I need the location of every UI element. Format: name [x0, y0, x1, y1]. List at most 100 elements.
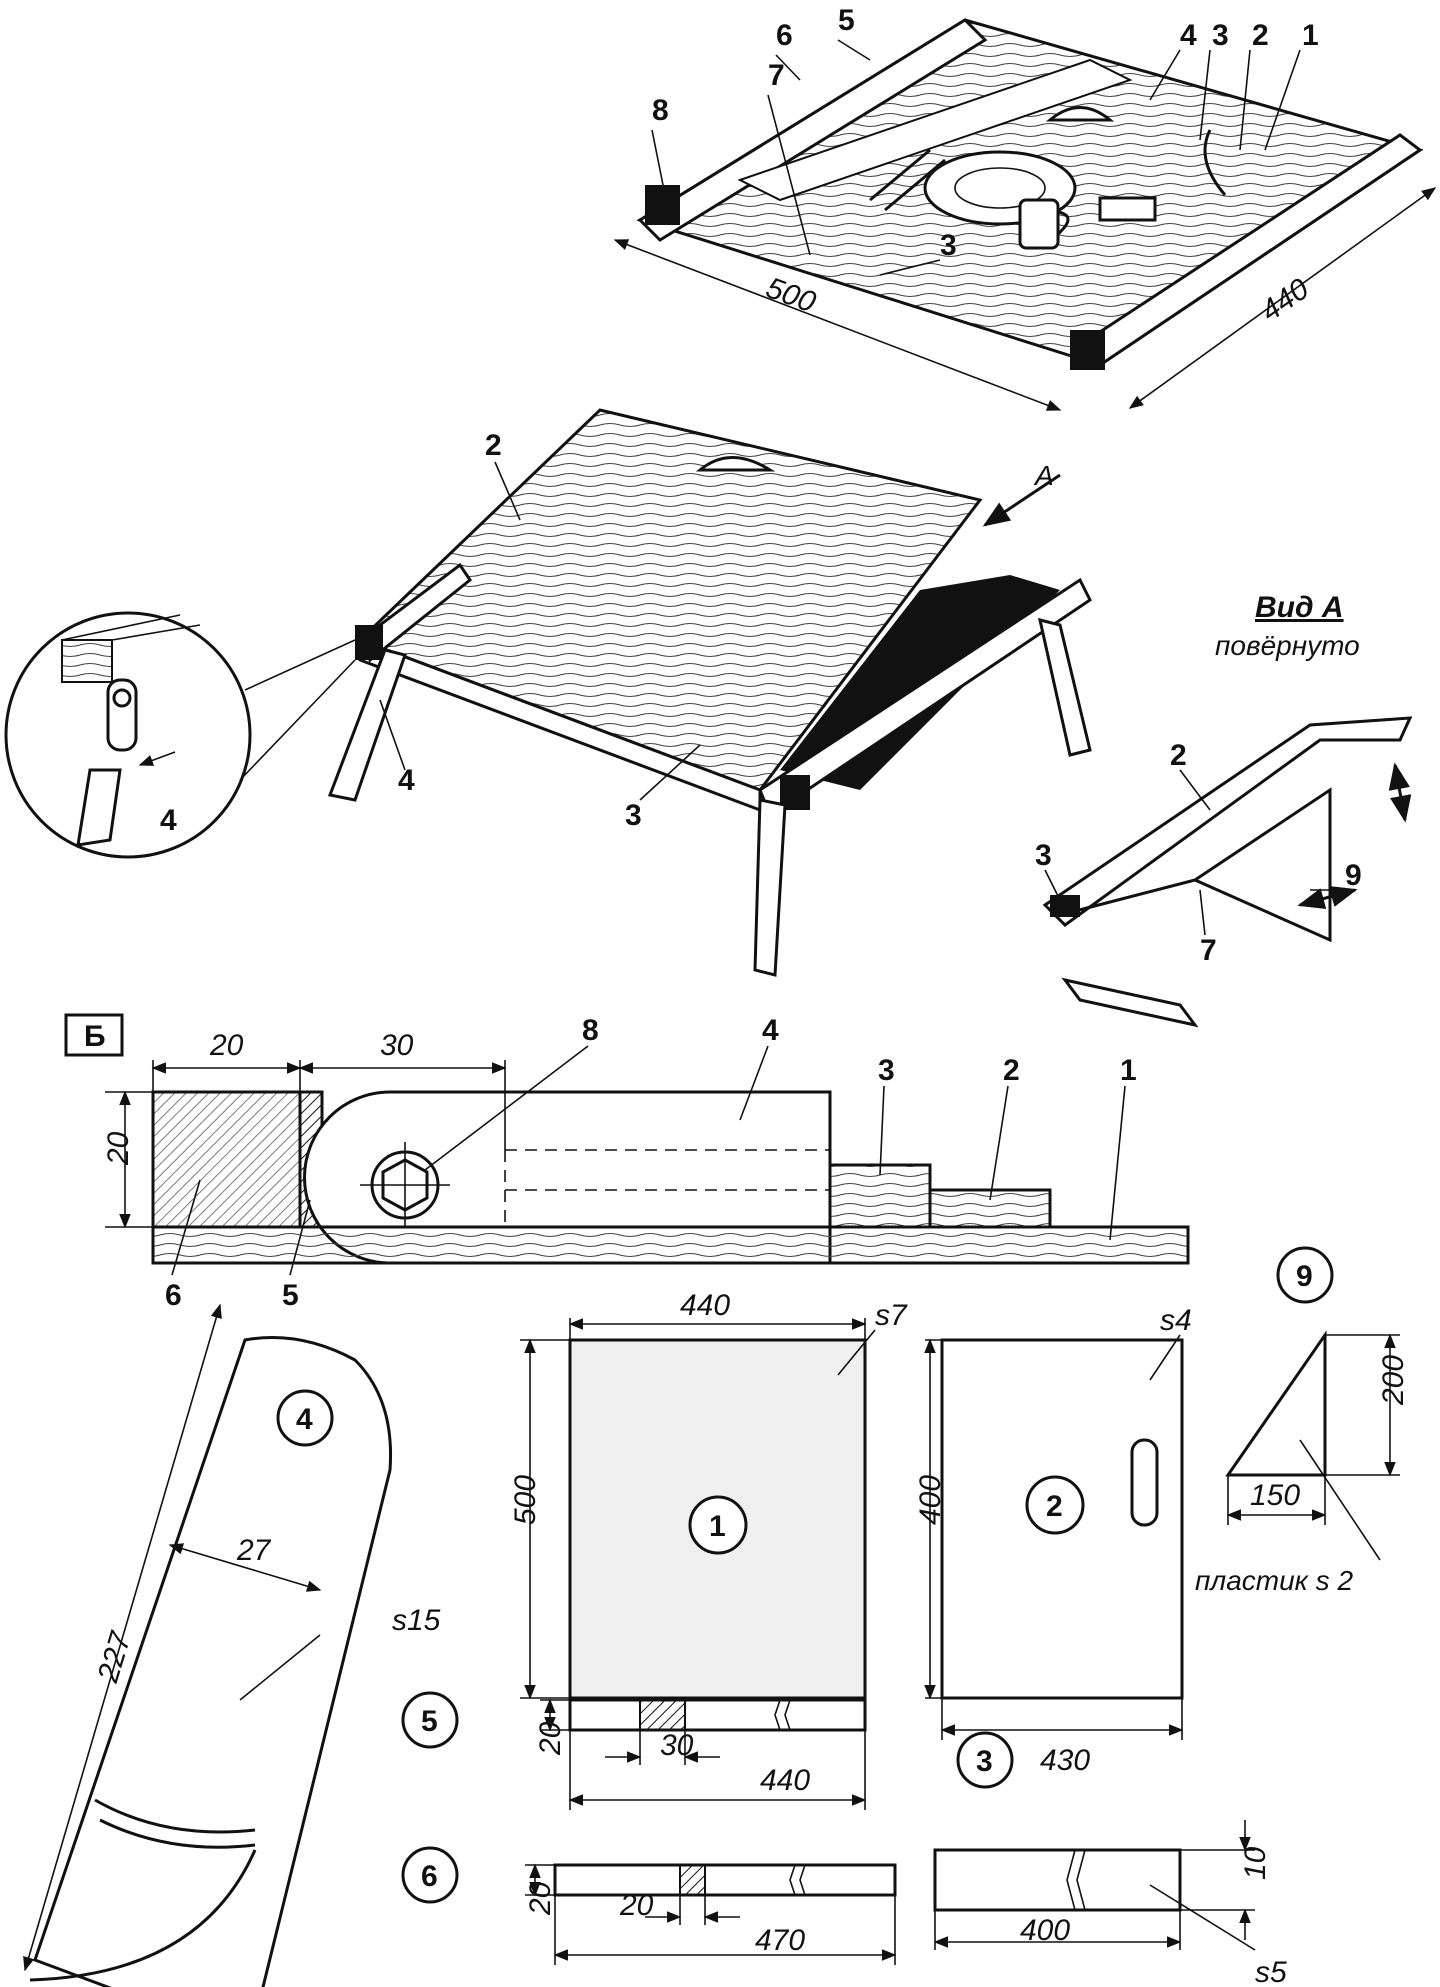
- part-1-id-circle: [688, 1495, 748, 1555]
- callout-3: 3: [1212, 19, 1229, 52]
- callout-7: 7: [768, 59, 785, 92]
- view-a-lid: [1042, 716, 1413, 927]
- dim-150: 150: [1250, 1479, 1300, 1512]
- part-2-board: 2 400 430 s4: [914, 1304, 1192, 1777]
- callout-5: 5: [838, 4, 855, 37]
- leg-front: [753, 798, 787, 977]
- part-6-id-circle: [401, 1846, 459, 1904]
- part-2-handle-slot: [1130, 1438, 1159, 1527]
- callout-4: 4: [1180, 19, 1197, 52]
- section-tag: Б: [84, 1020, 106, 1053]
- dim-20: 20: [209, 1029, 244, 1062]
- dim-line-length: [613, 239, 1062, 411]
- leg-right: [1038, 617, 1092, 757]
- leader-lines-b: [171, 1045, 1126, 1276]
- part-2-id: 2: [1046, 1490, 1063, 1523]
- callout-a-2: 2: [1170, 739, 1187, 772]
- dim-200: 200: [1377, 1355, 1410, 1406]
- view-a: Вид А повёрнуто 2 3 9 7: [1035, 591, 1413, 1028]
- callout-lid-2: 2: [485, 429, 502, 462]
- callout-b-6: 6: [165, 1279, 182, 1312]
- part-5-id: 5: [421, 1705, 438, 1738]
- dim-5-height: 20: [534, 1721, 567, 1756]
- callout-6: 6: [776, 19, 793, 52]
- part-9-support: 9 200 150 пластик s 2: [1195, 1246, 1410, 1596]
- part-9-material: пластик s 2: [1195, 1565, 1353, 1596]
- part-2-id-circle: [1025, 1475, 1085, 1535]
- dim-5-length: 440: [760, 1764, 810, 1797]
- part-2-thickness: s4: [1160, 1304, 1192, 1337]
- part-9-id-circle: [1276, 1246, 1334, 1304]
- middle-view-table: A 2 4 3 4: [4, 408, 1092, 977]
- part-9-outline: [1225, 1330, 1327, 1477]
- view-a-title: Вид А: [1255, 591, 1344, 624]
- part-1-thickness: s7: [875, 1299, 908, 1332]
- dim-27: 27: [236, 1534, 272, 1567]
- part-4-outline: [33, 1336, 393, 1987]
- callout-detail-4: 4: [160, 804, 177, 837]
- part-3-id-circle: [956, 1731, 1014, 1789]
- callout-b-3: 3: [878, 1054, 895, 1087]
- leader-lines-top: [651, 39, 1301, 276]
- dim-line-width: [1128, 187, 1437, 409]
- part-9-id: 9: [1296, 1260, 1313, 1293]
- dim-6-height: 20: [524, 1881, 557, 1916]
- callout-b-5: 5: [282, 1279, 299, 1312]
- callout-b-1: 1: [1120, 1054, 1137, 1087]
- part-3-rail: 3 10 400 s5: [933, 1731, 1287, 1987]
- dim-440: 440: [680, 1289, 730, 1322]
- part-1-board: 1 440 500 s7: [509, 1289, 908, 1700]
- leg-detail: [76, 768, 122, 847]
- part-3-thickness: s5: [1255, 1956, 1287, 1987]
- part-6-strip: 6 20 20 470: [401, 1846, 897, 1965]
- part-4-leg: 4 227 27 s15: [23, 1303, 441, 1987]
- part-6-id: 6: [421, 1860, 438, 1893]
- handle-hole: [1045, 106, 1115, 122]
- callout-a-7: 7: [1200, 934, 1217, 967]
- part-4-id: 4: [296, 1403, 313, 1436]
- leader-lines-view-a: [1044, 769, 1340, 936]
- callout-1: 1: [1302, 19, 1319, 52]
- dim-3-height: 10: [1239, 1846, 1272, 1880]
- end-block-left: [645, 185, 680, 225]
- cup-icon: [1018, 198, 1060, 250]
- view-a-subtitle: повёрнуто: [1215, 630, 1360, 661]
- dim-5-slot: 30: [660, 1729, 694, 1762]
- dim-h20: 20: [102, 1131, 135, 1166]
- dim-30: 30: [380, 1029, 414, 1062]
- part-5-outline: [568, 1698, 867, 1732]
- callout-8: 8: [652, 94, 669, 127]
- part-3-outline: [933, 1848, 1182, 1912]
- part-4-thickness: s15: [392, 1604, 441, 1637]
- dim-500: 500: [509, 1475, 542, 1525]
- part-5-strip: 5 20 30 440: [401, 1691, 867, 1810]
- section-part-6: [151, 1090, 302, 1229]
- hinge-detail-circle: [4, 611, 252, 859]
- top-view-tray: 500 440 1 2 3 4 5 6 7 8 3: [613, 4, 1437, 411]
- view-a-support-9: [1059, 787, 1332, 943]
- part-4-id-circle: [276, 1389, 334, 1447]
- end-block-right: [1070, 330, 1105, 370]
- bread-icon: [1098, 196, 1157, 222]
- part-1-id: 1: [709, 1510, 726, 1543]
- callout-a-3: 3: [1035, 839, 1052, 872]
- dim-line-227: [23, 1303, 222, 1972]
- section-part-1: [151, 1225, 1190, 1265]
- section-b: Б 20 30 20 8 4 3 2 1 6 5: [64, 1013, 1190, 1312]
- dim-6-length: 470: [755, 1924, 805, 1957]
- callout-b-4: 4: [762, 1014, 779, 1047]
- callout-a-9: 9: [1345, 859, 1362, 892]
- dim-6-slot: 20: [619, 1889, 654, 1922]
- dim-line-27: [168, 1543, 322, 1592]
- dim-length: 500: [762, 271, 821, 319]
- dim-400: 400: [914, 1475, 947, 1525]
- callout-b-2: 2: [1003, 1054, 1020, 1087]
- arrow-label-a: A: [1033, 460, 1054, 491]
- callout-front-3: 3: [625, 799, 642, 832]
- callout-leg-4: 4: [398, 764, 415, 797]
- leg-left: [327, 648, 407, 802]
- callout-2: 2: [1252, 19, 1269, 52]
- dim-3-length: 400: [1020, 1914, 1070, 1947]
- part-5-id-circle: [401, 1691, 459, 1749]
